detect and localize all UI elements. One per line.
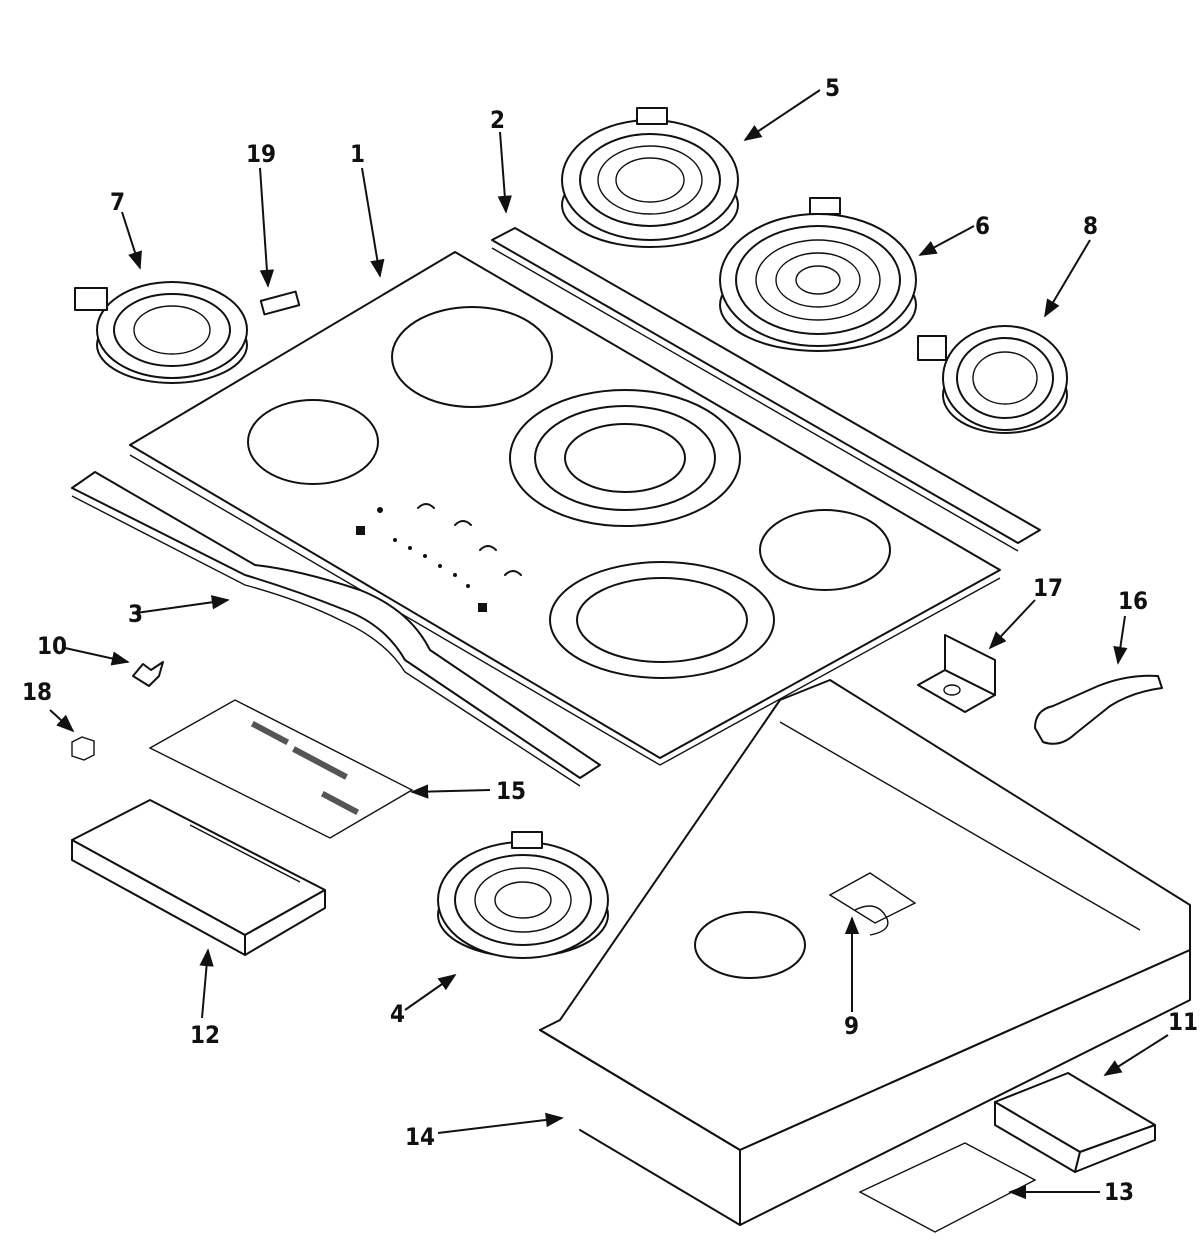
callout-12: 12 <box>190 1021 220 1049</box>
part-10-bracket <box>132 661 164 687</box>
callout-2: 2 <box>490 106 505 134</box>
part-18-block <box>71 736 95 761</box>
part-11-tray <box>994 1072 1156 1173</box>
element-7 <box>74 281 248 384</box>
element-4 <box>437 831 609 959</box>
callout-18: 18 <box>22 678 52 706</box>
burner-ring-front-outer <box>549 561 775 679</box>
callout-9: 9 <box>844 1012 859 1040</box>
callout-6: 6 <box>975 212 990 240</box>
part-19-clip <box>259 290 301 316</box>
callout-11: 11 <box>1168 1008 1198 1036</box>
callout-16: 16 <box>1118 587 1148 615</box>
part-9-fan <box>828 872 917 936</box>
callout-17: 17 <box>1033 574 1063 602</box>
callout-14: 14 <box>405 1123 435 1151</box>
burner-ring-front-inner <box>576 577 748 663</box>
part-12-tray <box>71 799 326 956</box>
callout-15: 15 <box>496 777 526 805</box>
base-cutout <box>694 911 806 979</box>
control-marks <box>356 503 522 612</box>
callout-labels: 1 2 3 4 5 6 7 8 9 10 11 12 13 14 15 16 1… <box>22 74 1198 1206</box>
glass-cooktop <box>129 251 1001 766</box>
part-13-plate <box>858 1142 1037 1233</box>
burner-ring-rear-left <box>391 306 553 408</box>
burner-ring-center-outer <box>509 389 741 527</box>
burner-ring-left <box>247 399 379 485</box>
element-6 <box>719 197 917 352</box>
callout-10: 10 <box>37 632 67 660</box>
part-16-connector <box>1034 674 1163 745</box>
callout-1: 1 <box>350 140 365 168</box>
callout-5: 5 <box>825 74 840 102</box>
element-8 <box>917 325 1068 434</box>
callout-19: 19 <box>246 140 276 168</box>
callout-13: 13 <box>1104 1178 1134 1206</box>
rear-trim-strip <box>491 227 1041 552</box>
part-17-bracket <box>917 634 996 713</box>
part-15-control-board <box>148 699 414 839</box>
callout-7: 7 <box>110 188 125 216</box>
burner-ring-center-mid <box>534 405 716 511</box>
burner-ring-right <box>759 509 891 591</box>
callout-3: 3 <box>128 600 143 628</box>
callout-4: 4 <box>390 1000 405 1028</box>
leader-arrows <box>49 89 1169 1200</box>
element-5 <box>561 107 739 248</box>
front-trim-strip <box>71 471 601 787</box>
callout-8: 8 <box>1083 212 1098 240</box>
burner-ring-center-inner <box>564 423 686 493</box>
